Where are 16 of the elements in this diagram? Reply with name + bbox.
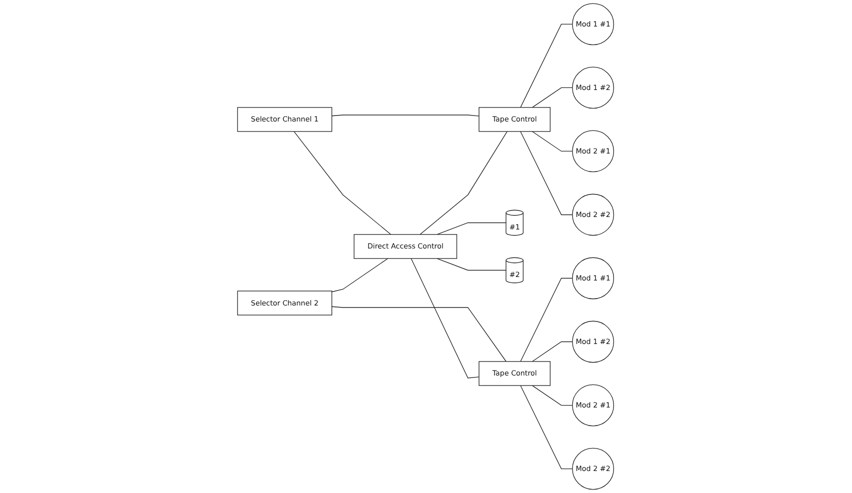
connector (532, 131, 574, 152)
connector (420, 131, 508, 235)
connector (437, 258, 507, 271)
connector (532, 385, 574, 406)
connector (332, 306, 507, 362)
connector (332, 258, 389, 292)
connector (520, 385, 574, 470)
connector (437, 222, 507, 235)
connector (532, 87, 574, 108)
connector (532, 341, 574, 362)
connector (520, 278, 574, 362)
connector (294, 131, 392, 235)
connector (411, 258, 480, 378)
connector (520, 131, 574, 216)
connector (520, 24, 574, 108)
connector (332, 114, 480, 116)
